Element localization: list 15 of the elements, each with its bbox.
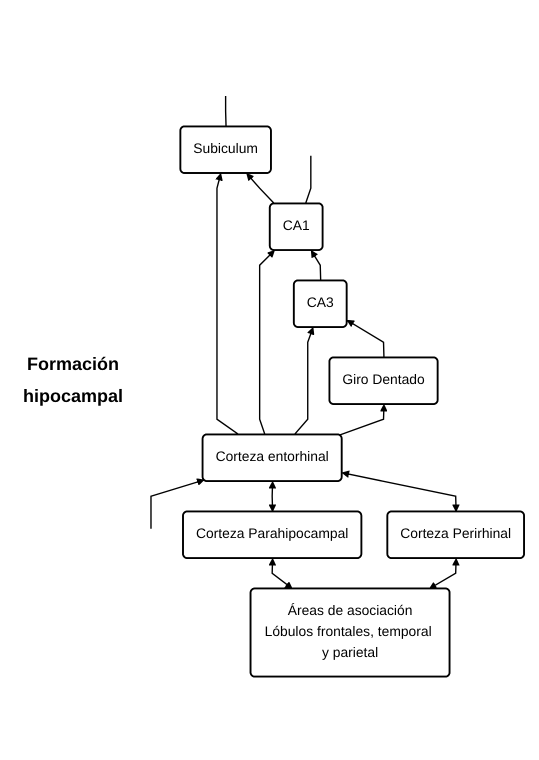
arrow — [268, 558, 293, 589]
arrow — [339, 404, 388, 436]
arrow — [215, 172, 240, 436]
arrow — [346, 320, 385, 358]
connector — [224, 96, 227, 126]
arrow — [310, 250, 322, 280]
group-label: Formación hipocampal — [22, 352, 124, 408]
connector — [304, 155, 312, 204]
arrow — [258, 250, 275, 435]
arrow — [268, 480, 276, 512]
arrow — [150, 478, 204, 528]
arrow — [294, 326, 314, 435]
arrow — [246, 172, 275, 204]
arrow — [429, 558, 460, 589]
arrow — [342, 470, 460, 512]
